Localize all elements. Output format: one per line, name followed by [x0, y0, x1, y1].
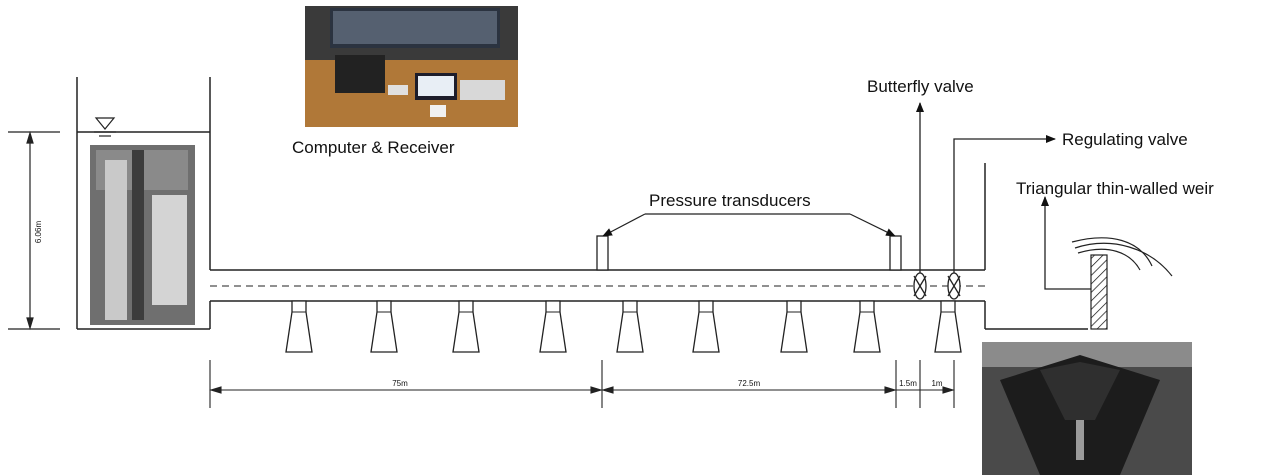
length-dimensions [209, 360, 955, 408]
dimension-1m: 1m [931, 379, 942, 388]
weir-arrow [1041, 196, 1091, 290]
dimension-1-5m: 1.5m [899, 379, 917, 388]
tank-height-dimension [8, 130, 60, 331]
water-level-symbol [94, 117, 116, 137]
pipe-support [692, 300, 720, 353]
pipe-support [934, 300, 962, 353]
tank-height-label: 6.06m [34, 221, 43, 244]
pressure-transducers-label: Pressure transducers [649, 191, 811, 210]
butterfly-valve-label: Butterfly valve [867, 77, 974, 96]
dimension-75m: 75m [392, 379, 408, 388]
tank-photo [90, 145, 195, 325]
weir-photo [982, 342, 1192, 475]
transducer-leader-lines [602, 213, 896, 237]
regulating-valve-label: Regulating valve [1062, 130, 1188, 149]
regulating-valve [947, 272, 961, 300]
weir-label: Triangular thin-walled weir [1016, 179, 1214, 198]
pipe-support [539, 300, 567, 353]
dimension-72-5m: 72.5m [738, 379, 761, 388]
pipeline [210, 163, 1088, 330]
pipe-support [780, 300, 808, 353]
pipe-support [853, 300, 881, 353]
weir-flow-lines [1071, 237, 1173, 277]
weir-plate [1090, 254, 1108, 330]
pipe-support [370, 300, 398, 353]
pipe-support [616, 300, 644, 353]
pipe-support [285, 300, 313, 353]
pipe-support [452, 300, 480, 353]
butterfly-valve [913, 272, 927, 300]
pressure-transducer-1 [596, 235, 609, 271]
regulating-valve-arrow [953, 135, 1056, 273]
pipe-supports [285, 300, 962, 353]
computer-receiver-label: Computer & Receiver [292, 138, 455, 157]
computer-receiver-photo [305, 6, 518, 127]
pressure-transducer-2 [889, 235, 902, 271]
